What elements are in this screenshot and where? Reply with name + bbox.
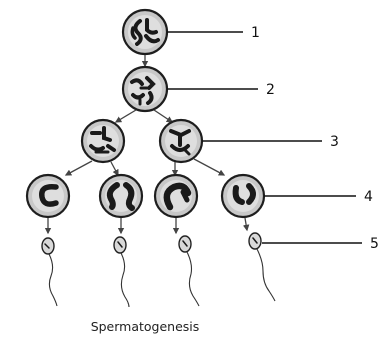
arrow-3a-to-4a — [66, 161, 92, 175]
spermatid-cell-2 — [100, 175, 142, 217]
spermatogonium-cell — [123, 10, 167, 54]
sperm-cell-3 — [179, 236, 199, 306]
stage-label-2: 2 — [266, 82, 275, 98]
secondary-spermatocyte-cell-right — [160, 120, 202, 162]
primary-spermatocyte-cell — [123, 67, 167, 111]
arrow-3b-to-4d — [194, 159, 224, 175]
sperm-cell-1 — [42, 238, 57, 306]
sperm-cell-2 — [114, 237, 129, 307]
stage-label-1: 1 — [251, 25, 260, 41]
arrow-2-to-3a — [116, 110, 136, 122]
spermatid-cell-3 — [155, 175, 197, 217]
arrow-2-to-3b — [154, 110, 172, 122]
arrow-4d-to-5d — [245, 218, 247, 230]
arrow-3a-to-4b — [111, 162, 118, 175]
spermatid-cell-1 — [27, 175, 69, 217]
stage-label-3: 3 — [330, 134, 339, 150]
secondary-spermatocyte-cell-left — [82, 120, 124, 162]
spermatid-cell-4 — [222, 175, 264, 217]
diagram-caption: Spermatogenesis — [91, 319, 200, 334]
stage-label-5: 5 — [370, 236, 379, 252]
stage-label-4: 4 — [364, 189, 373, 205]
